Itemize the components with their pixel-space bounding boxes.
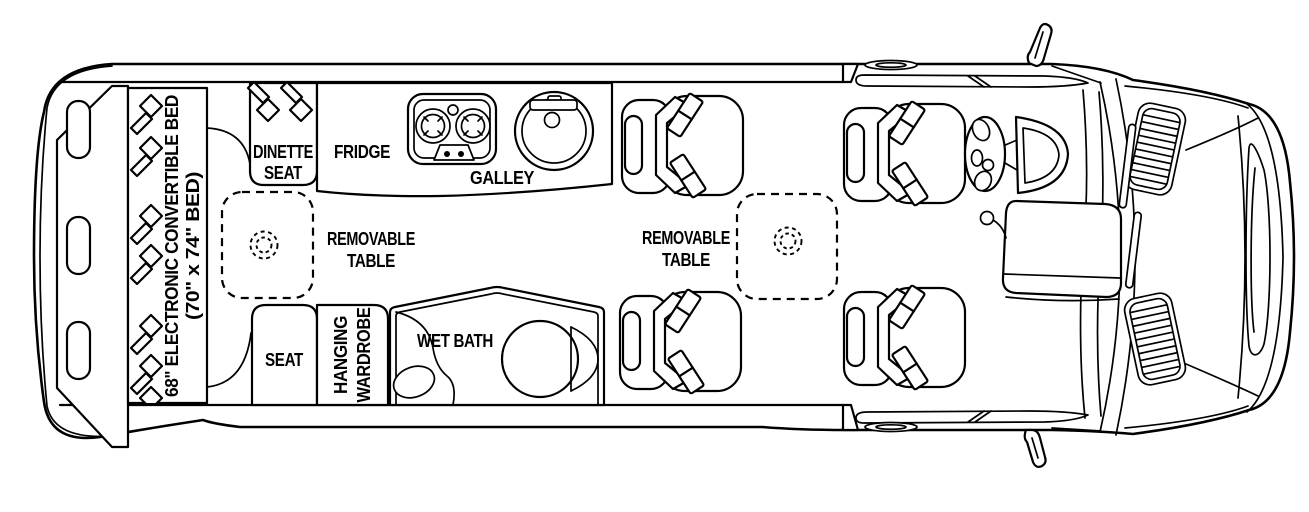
seat-label: SEAT <box>265 350 303 370</box>
wheel-well-arch-bottom <box>207 333 251 387</box>
bed: 68" ELECTRONIC CONVERTIBLE BED (70" x 74… <box>128 88 207 426</box>
removable-table-rear: REMOVABLE TABLE <box>222 192 416 298</box>
dinette-seat: DINETTE SEAT <box>246 80 317 185</box>
seat-box: SEAT <box>252 305 317 405</box>
grille-edge <box>1238 116 1245 398</box>
hanging-wardrobe: HANGING WARDROBE <box>317 305 388 405</box>
wheel-well-arch-top <box>207 128 250 164</box>
cooktop-icon <box>408 94 496 164</box>
side-mirror-top-icon <box>1028 24 1052 66</box>
galley-sink-icon <box>515 92 593 170</box>
rear-window <box>67 217 90 274</box>
removable-table-rear-label-line1: REMOVABLE <box>327 229 415 249</box>
galley-counter: FRIDGE <box>317 83 612 196</box>
rear-doors <box>57 86 128 447</box>
bed-label-line2: (70" x 74" BED) <box>183 172 203 320</box>
side-mirror-bottom-icon <box>1025 430 1046 467</box>
removable-table-rear-label-line2: TABLE <box>347 251 395 271</box>
rear-window <box>67 322 90 379</box>
hood-seam-lines <box>1125 86 1258 428</box>
engine-console <box>1003 201 1121 301</box>
dinette-seat-label-line1: DINETTE <box>253 142 313 162</box>
rear-window <box>67 101 90 158</box>
removable-table-front: REMOVABLE TABLE <box>642 194 837 299</box>
wardrobe-label-line1: HANGING <box>331 316 351 394</box>
wardrobe-label-line2: WARDROBE <box>354 307 374 402</box>
wiper-bottom-icon <box>1125 212 1141 288</box>
cab-door-window-top <box>856 61 1088 88</box>
b-pillar-top <box>843 64 858 82</box>
cab-door-window-bottom <box>856 411 1088 432</box>
fridge-label: FRIDGE <box>334 142 390 162</box>
steering-wheel-icon <box>965 117 1005 194</box>
wet-bath-label: WET BATH <box>417 331 493 351</box>
bath-sink-icon <box>389 361 439 404</box>
captain-chair-mid-bottom <box>618 287 743 396</box>
gear-shifter-icon <box>981 212 1007 239</box>
instrument-binnacle <box>1003 117 1068 193</box>
rear-bumper-line <box>40 66 112 436</box>
passenger-seat <box>842 283 967 392</box>
wiper-top-icon <box>1119 124 1136 208</box>
dinette-seat-label-line2: SEAT <box>264 163 302 183</box>
front-bumper <box>1247 104 1283 412</box>
headlight-bar <box>1246 144 1270 355</box>
driver-seat <box>842 99 967 208</box>
bed-label-line1: 68" ELECTRONIC CONVERTIBLE BED <box>162 95 182 397</box>
b-pillar-bottom <box>843 405 858 430</box>
removable-table-front-label-line1: REMOVABLE <box>642 228 730 248</box>
toilet-icon <box>502 321 598 397</box>
galley-label: GALLEY <box>470 168 534 188</box>
wet-bath: WET BATH <box>389 287 604 405</box>
captain-chair-mid-top <box>620 91 745 200</box>
removable-table-front-label-line2: TABLE <box>662 250 710 270</box>
